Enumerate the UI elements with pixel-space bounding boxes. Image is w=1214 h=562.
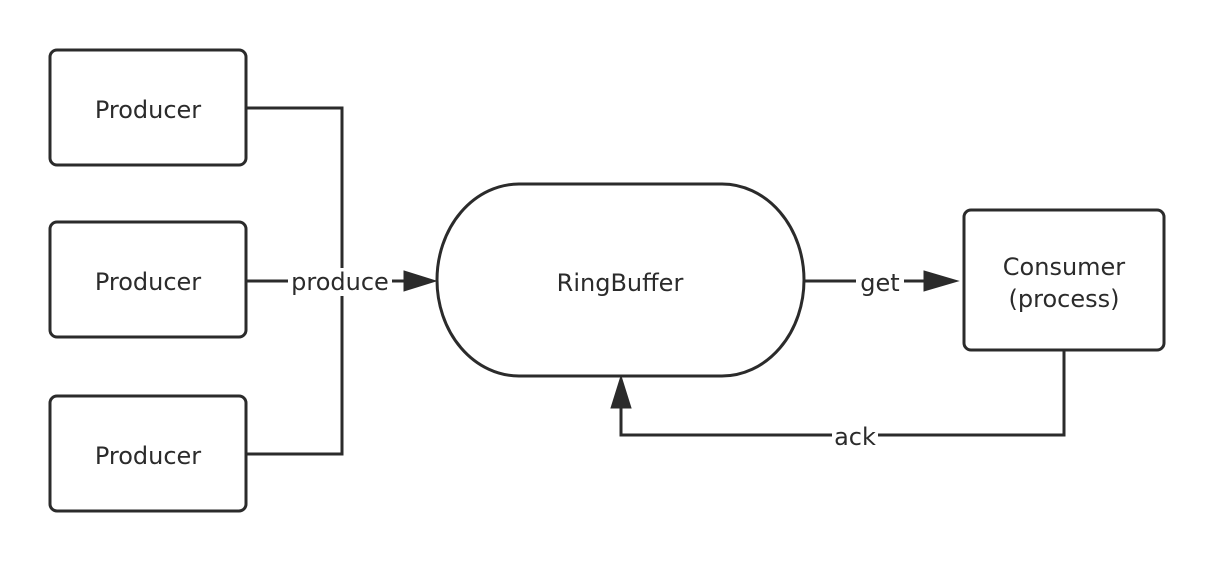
get-edge: get xyxy=(804,268,960,298)
produce-edge-label: produce xyxy=(291,268,389,296)
ack-edge-label: ack xyxy=(834,423,876,451)
ack-edge: ack xyxy=(610,350,1066,451)
producer-node-1: Producer xyxy=(48,48,248,167)
produce-edge: produce xyxy=(246,268,438,296)
producer-1-label: Producer xyxy=(95,96,201,124)
consumer-label-line1: Consumer xyxy=(1003,253,1126,281)
produce-arrowhead xyxy=(403,270,438,292)
get-edge-label: get xyxy=(860,269,899,297)
consumer-label-line2: (process) xyxy=(1009,285,1120,313)
producer-3-label: Producer xyxy=(95,442,201,470)
consumer-node: Consumer (process) xyxy=(962,208,1166,352)
ringbuffer-node: RingBuffer xyxy=(435,182,806,378)
producer-2-label: Producer xyxy=(95,268,201,296)
ack-arrowhead xyxy=(610,374,632,409)
get-arrowhead xyxy=(923,270,960,292)
producer-node-3: Producer xyxy=(48,394,248,513)
ringbuffer-label: RingBuffer xyxy=(557,269,684,297)
producer-node-2: Producer xyxy=(48,220,248,339)
